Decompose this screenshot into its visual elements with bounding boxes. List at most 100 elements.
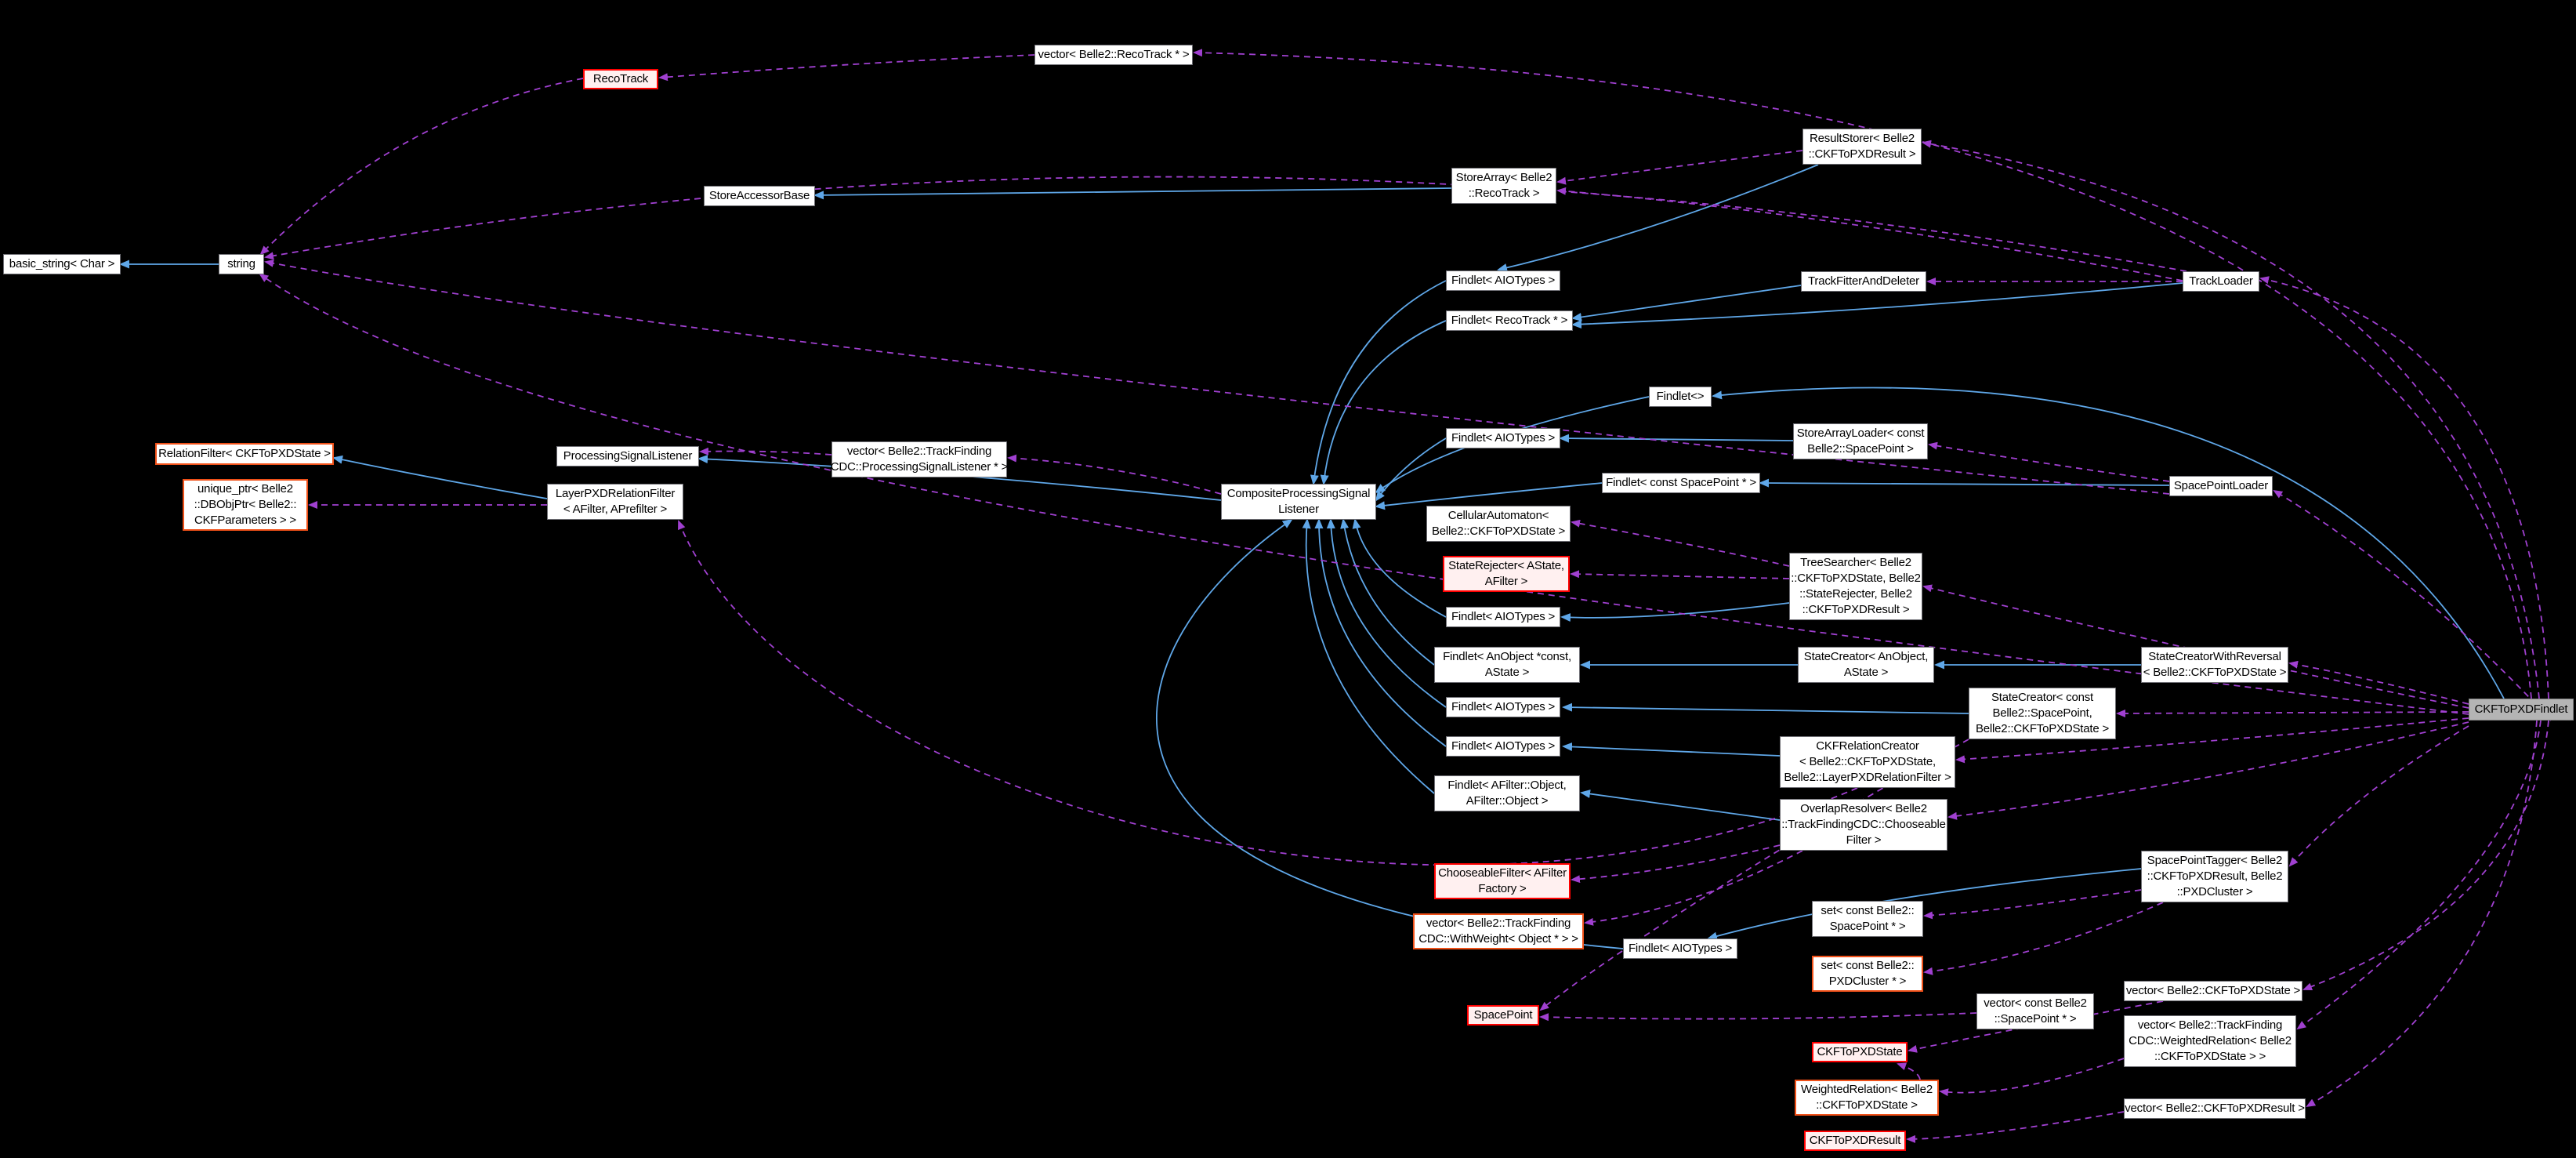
usage-edge xyxy=(1906,1111,2125,1143)
class-node-label: CellularAutomaton< xyxy=(1447,509,1549,522)
class-node-findlet-aiotypes-5[interactable]: Findlet< AIOTypes > xyxy=(1446,736,1560,757)
usage-edge xyxy=(2302,720,2549,991)
inheritance-edge xyxy=(1155,518,1624,949)
class-node-label: StateCreator< const xyxy=(1991,691,2094,704)
class-node-label: CompositeProcessingSignal xyxy=(1226,487,1371,500)
class-node-ckftopxdresult[interactable]: CKFToPXDResult xyxy=(1804,1131,1906,1151)
class-node-findlet-const-spacepoint[interactable]: Findlet< const SpacePoint * > xyxy=(1602,473,1760,493)
class-node-label: StateRejecter< AState, xyxy=(1448,559,1564,572)
class-node-label: Findlet< AIOTypes > xyxy=(1451,700,1556,713)
class-node-spacepointloader[interactable]: SpacePointLoader xyxy=(2169,476,2273,496)
inheritance-edge xyxy=(1375,437,1447,502)
class-node-label: vector< Belle2::RecoTrack * > xyxy=(1038,48,1190,61)
class-node-string[interactable]: string xyxy=(219,254,264,274)
class-node-staterejecter[interactable]: StateRejecter< AState, AFilter > xyxy=(1443,556,1570,592)
usage-edge xyxy=(699,447,832,456)
class-node-statecreatorwithreversal[interactable]: StateCreatorWithReversal< Belle2::CKFToP… xyxy=(2141,647,2288,683)
class-node-label: Belle2::CKFToPXDState > xyxy=(1431,525,1566,538)
class-node-set-spacepoint[interactable]: set< const Belle2::SpacePoint * > xyxy=(1812,901,1923,937)
class-node-overlapresolver[interactable]: OverlapResolver< Belle2::TrackFindingCDC… xyxy=(1780,799,1947,851)
class-node-unique-ptr-ckfparameters[interactable]: unique_ptr< Belle2::DBObjPtr< Belle2::CK… xyxy=(183,479,308,531)
class-node-label: StoreAccessorBase xyxy=(708,189,810,202)
class-node-label: vector< Belle2::TrackFinding xyxy=(2137,1018,2283,1032)
class-node-vector-const-spacepoint[interactable]: vector< const Belle2::SpacePoint * > xyxy=(1976,993,2094,1029)
class-node-label: vector< Belle2::TrackFinding xyxy=(846,445,992,458)
class-node-cellularautomaton[interactable]: CellularAutomaton<Belle2::CKFToPXDState … xyxy=(1426,506,1571,542)
class-node-findlet-afilter-object[interactable]: Findlet< AFilter::Object,AFilter::Object… xyxy=(1434,775,1580,811)
class-node-ckftopxdfindlet[interactable]: CKFToPXDFindlet xyxy=(2469,699,2574,721)
class-node-label: CKFParameters > > xyxy=(194,514,296,527)
class-node-ckfrelationcreator[interactable]: CKFRelationCreator< Belle2::CKFToPXDStat… xyxy=(1780,736,1955,788)
class-node-findlet-aiotypes-1[interactable]: Findlet< AIOTypes > xyxy=(1446,270,1560,291)
class-node-label: ChooseableFilter< AFilter xyxy=(1438,866,1567,880)
class-node-findlet-aiotypes-6[interactable]: Findlet< AIOTypes > xyxy=(1623,938,1737,959)
usage-edge xyxy=(658,54,1035,82)
class-node-label: StoreArrayLoader< const xyxy=(1796,427,1925,440)
class-node-findlet-empty[interactable]: Findlet<> xyxy=(1649,387,1712,407)
class-node-vector-ckftopxdstate[interactable]: vector< Belle2::CKFToPXDState > xyxy=(2124,981,2302,1001)
class-node-trackloader[interactable]: TrackLoader xyxy=(2183,271,2259,292)
class-node-label: SpacePointLoader xyxy=(2173,479,2269,492)
class-node-label: StoreArray< Belle2 xyxy=(1455,171,1552,184)
class-node-label: set< const Belle2:: xyxy=(1821,904,1915,917)
class-node-set-pxdcluster[interactable]: set< const Belle2::PXDCluster * > xyxy=(1812,956,1923,992)
class-node-label: vector< Belle2::CKFToPXDResult > xyxy=(2125,1102,2305,1115)
class-node-label: ::TrackFindingCDC::Chooseable xyxy=(1781,818,1946,831)
class-node-label: Findlet< AnObject *const, xyxy=(1443,650,1571,663)
usage-edge xyxy=(1571,519,1790,567)
class-node-label: PXDCluster * > xyxy=(1828,975,1907,988)
class-node-basic-string-char[interactable]: basic_string< Char > xyxy=(3,254,121,274)
class-node-spacepoint[interactable]: SpacePoint xyxy=(1467,1005,1539,1026)
class-node-storearray-recotrack[interactable]: StoreArray< Belle2::RecoTrack > xyxy=(1451,168,1556,204)
class-node-trackfitteranddeleter[interactable]: TrackFitterAndDeleter xyxy=(1801,271,1926,292)
class-node-spacepointtagger[interactable]: SpacePointTagger< Belle2::CKFToPXDResult… xyxy=(2141,851,2288,902)
class-node-label: Findlet< RecoTrack * > xyxy=(1451,314,1568,327)
usage-edge xyxy=(2259,276,2549,699)
class-node-label: ::DBObjPtr< Belle2:: xyxy=(194,498,297,511)
class-node-label: WeightedRelation< Belle2 xyxy=(1801,1083,1933,1096)
class-node-label: unique_ptr< Belle2 xyxy=(197,482,293,496)
usage-edge xyxy=(1897,1062,1921,1080)
class-node-vector-ckftopxdresult[interactable]: vector< Belle2::CKFToPXDResult > xyxy=(2124,1098,2306,1119)
class-node-label: AFilter > xyxy=(1484,575,1528,588)
class-node-label: CKFToPXDFindlet xyxy=(2474,702,2568,716)
usage-edge xyxy=(1556,150,1803,185)
class-node-findlet-anobject[interactable]: Findlet< AnObject *const,AState > xyxy=(1434,647,1580,683)
class-node-label: AFilter::Object > xyxy=(1466,794,1549,808)
class-node-findlet-aiotypes-3[interactable]: Findlet< AIOTypes > xyxy=(1446,607,1560,627)
class-node-recotrack[interactable]: RecoTrack xyxy=(583,69,658,89)
class-node-label: ProcessingSignalListener xyxy=(563,449,693,463)
class-node-processingsignallistener[interactable]: ProcessingSignalListener xyxy=(556,446,699,466)
class-node-storeaccessorbase[interactable]: StoreAccessorBase xyxy=(704,186,815,206)
class-node-relationfilter[interactable]: RelationFilter< CKFToPXDState > xyxy=(155,443,334,465)
class-node-weightedrelation[interactable]: WeightedRelation< Belle2::CKFToPXDState … xyxy=(1795,1080,1939,1116)
class-node-label: Findlet< AIOTypes > xyxy=(1451,610,1556,623)
usage-edge xyxy=(264,176,2187,272)
class-node-statecreator-anobject[interactable]: StateCreator< AnObject,AState > xyxy=(1798,647,1934,683)
class-node-label: Filter > xyxy=(1846,833,1882,847)
class-node-label: TrackLoader xyxy=(2189,274,2253,288)
class-node-findlet-aiotypes-4[interactable]: Findlet< AIOTypes > xyxy=(1446,697,1560,717)
class-node-findlet-recotrack-ptr[interactable]: Findlet< RecoTrack * > xyxy=(1446,310,1573,331)
class-node-treesearcher[interactable]: TreeSearcher< Belle2::CKFToPXDState, Bel… xyxy=(1789,553,1922,620)
class-node-layerpxdrelationfilter[interactable]: LayerPXDRelationFilter< AFilter, APrefil… xyxy=(547,484,683,520)
class-node-label: CDC::ProcessingSignalListener * > xyxy=(830,460,1009,474)
class-node-findlet-aiotypes-2[interactable]: Findlet< AIOTypes > xyxy=(1446,428,1560,448)
class-node-ckftopxdstate[interactable]: CKFToPXDState xyxy=(1812,1042,1908,1062)
inheritance-edge xyxy=(1314,518,1447,747)
usage-edge xyxy=(1923,889,2142,920)
class-node-label: ::CKFToPXDResult, Belle2 xyxy=(2147,869,2283,883)
usage-edge xyxy=(1556,187,2183,281)
class-node-resultstorer[interactable]: ResultStorer< Belle2::CKFToPXDResult > xyxy=(1802,129,1922,165)
class-node-label: ResultStorer< Belle2 xyxy=(1810,132,1915,145)
inheritance-edge xyxy=(1310,280,1447,485)
class-node-vector-recotrack-ptr[interactable]: vector< Belle2::RecoTrack * > xyxy=(1034,45,1193,65)
inheritance-edge xyxy=(1571,282,2183,329)
